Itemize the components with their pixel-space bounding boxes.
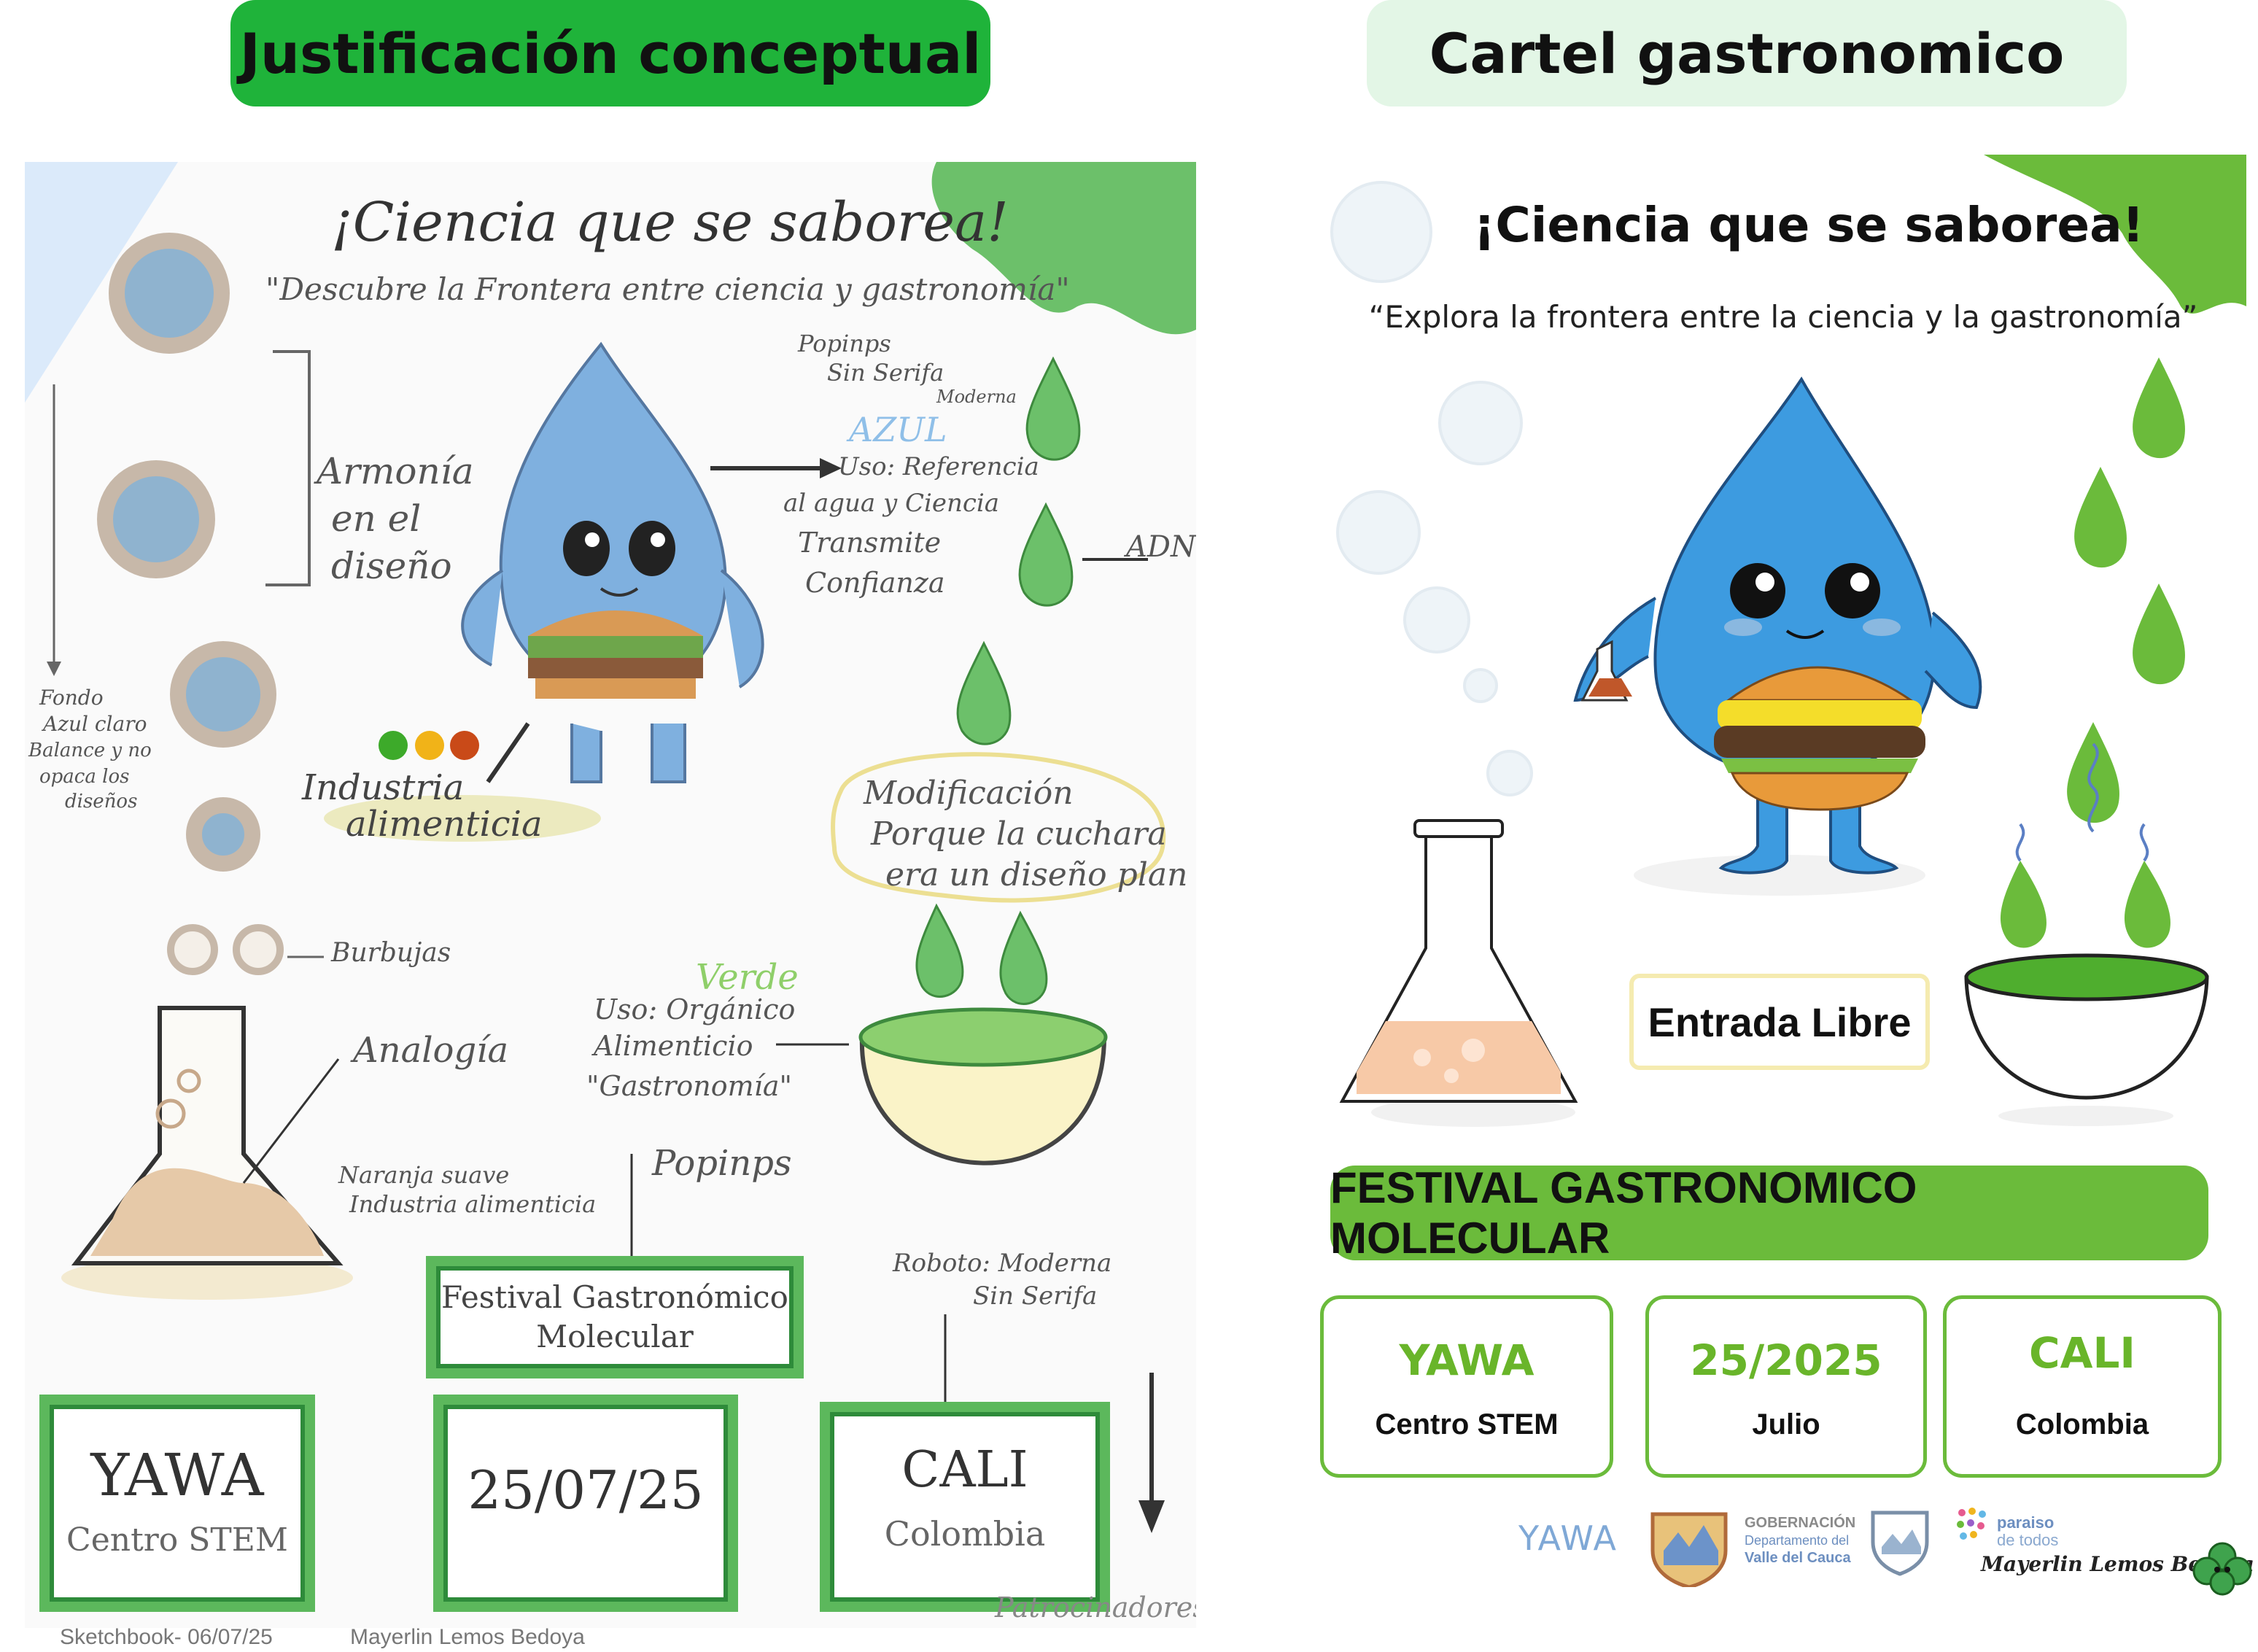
sketch-patrocinadores: Patrocinadores [995,1591,1196,1624]
yawa-logo: YAWA [1518,1519,1618,1558]
sketch-font-note: Popinps [798,330,891,357]
sketch-drop-mascot-icon [324,341,764,842]
sketch-modificacion: Porque la cuchara [871,815,1167,853]
sketch-naranja: Industria alimenticia [349,1190,597,1218]
entrada-libre-badge: Entrada Libre [1629,974,1930,1070]
sketch-verde-note: "Gastronomía" [586,1070,792,1102]
sketch-azul-note: Transmite [798,527,942,559]
sketch-adn: ADN [1126,530,1196,564]
coat-of-arms-icon [1650,1512,1728,1587]
sketch-illustrations [25,162,1196,1533]
flask-icon [1339,819,1578,1127]
sketch-fondo-note: Balance y no [28,740,152,761]
info-card-value: YAWA [1399,1335,1535,1385]
info-card-sub: Centro STEM [1375,1408,1559,1440]
sketch-panel: ¡Ciencia que se saborea! "Descubre la Fr… [25,162,1196,1628]
sketch-analogia: Analogía [353,1030,509,1071]
sketch-azul-note: Uso: Referencia [838,452,1039,481]
sketch-azul: AZUL [849,410,947,449]
left-section-header: Justificación conceptual [230,0,990,106]
info-card-value: CALI [2029,1328,2135,1378]
green-drop-icons [2000,357,2185,948]
sketch-fondo-note: Fondo [39,686,104,710]
sketch-font-note: Sin Serifa [827,359,944,387]
sketch-armonia: Armonía [317,450,474,492]
sketch-cali-box: CALI Colombia [820,1402,1110,1612]
sketch-roboto: Sin Serifa [973,1281,1098,1311]
sketch-naranja: Naranja suave [338,1161,510,1189]
sketch-fondo-note: diseños [65,791,138,813]
gob-line: GOBERNACIÓN [1745,1515,1856,1531]
drop-mascot-icon [1573,376,1982,896]
green-drop-icons [915,356,1081,1005]
bowl-icon [1964,953,2209,1126]
sketch-font-note: Moderna [936,387,1017,407]
gob-line: Valle del Cauca [1745,1550,1851,1566]
sketch-industria: Industria [302,767,465,808]
sketch-azul-note: Confianza [805,567,945,599]
sketch-flask-icon [61,1006,353,1300]
sketch-footer-left: Sketchbook- 06/07/25 [60,1625,273,1649]
sketch-popinps: Popinps [652,1143,792,1184]
valle-shield-icon [1871,1511,1929,1576]
corner-green-splash [931,162,1196,335]
sketch-industria: alimenticia [346,804,543,845]
paraiso-logo-text: paraiso de todos [1997,1514,2058,1549]
info-card-value: 25/2025 [1690,1335,1882,1385]
sketch-fondo-note: Azul claro [43,712,147,736]
sketch-subtitle: "Descubre la Frontera entre ciencia y ga… [265,271,1070,307]
sketch-armonia: diseño [331,545,452,587]
sketch-verde-note: Uso: Orgánico [594,993,796,1025]
poster-subtitle: “Explora la frontera entre la ciencia y … [1368,299,2198,335]
poster-title: ¡Ciencia que se saborea! [1473,197,2144,253]
sketch-armonia: en el [331,497,422,540]
info-card-city: CALI Colombia [1943,1295,2222,1478]
clover-logo-icon [2192,1542,2252,1596]
info-card-venue: YAWA Centro STEM [1320,1295,1613,1478]
sketch-modificacion: Modificación [864,775,1074,812]
gobernacion-logo-text: GOBERNACIÓN Departamento del Valle del C… [1745,1514,1855,1567]
sketch-burbujas: Burbujas [331,938,451,968]
paraiso-line: paraiso [1997,1513,2055,1532]
info-card-date: 25/2025 Julio [1645,1295,1927,1478]
sketch-roboto: Roboto: Moderna [893,1249,1112,1278]
sketch-azul-note: al agua y Ciencia [783,489,1000,518]
sketch-date-box: 25/07/25 [433,1395,738,1612]
paraiso-logo-icon [1957,1508,1986,1540]
info-card-sub: Julio [1752,1408,1820,1440]
gob-line: Departamento del [1745,1533,1850,1548]
poster-illustrations [1330,155,2246,1127]
sketch-verde-note: Alimenticio [594,1030,753,1062]
sketch-festival-box: Festival Gastronómico Molecular [426,1256,804,1378]
info-card-sub: Colombia [2015,1408,2149,1440]
sketch-yawa-box: YAWA Centro STEM [39,1395,315,1612]
sketch-fondo-note: opaca los [39,766,130,788]
green-corner-splash [1984,155,2246,314]
sketch-title: ¡Ciencia que se saborea! [331,191,1009,254]
right-section-header: Cartel gastronomico [1367,0,2127,106]
corner-blue-wash [25,162,178,403]
sketch-modificacion: era un diseño plan [885,856,1188,893]
bubble-icons [1330,181,1533,796]
paraiso-line: de todos [1997,1531,2059,1549]
sketch-bowl-icon [858,1007,1108,1166]
bubble-icons [97,233,276,872]
festival-banner: FESTIVAL GASTRONOMICO MOLECULAR [1330,1163,2208,1263]
sketch-verde: Verde [696,957,799,998]
sketch-footer-right: Mayerlin Lemos Bedoya [350,1625,585,1649]
